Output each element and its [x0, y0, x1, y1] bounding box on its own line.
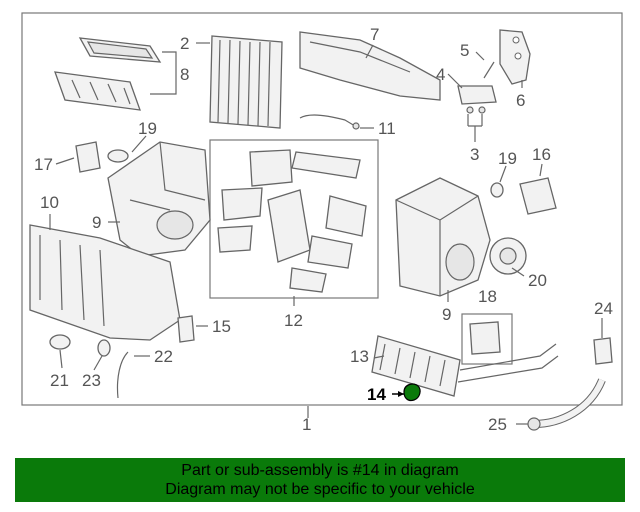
label-7: 7 — [370, 25, 379, 44]
label-20: 20 — [528, 271, 547, 290]
part-18-resistor — [469, 321, 501, 355]
part-14-clamp — [392, 383, 421, 402]
label-14: 14 — [367, 385, 386, 404]
label-21: 21 — [50, 371, 69, 390]
label-19-left: 19 — [138, 119, 157, 138]
part-8-filters — [54, 37, 162, 111]
part-17-bracket — [75, 141, 101, 173]
label-25: 25 — [488, 415, 507, 434]
part-12-doors — [217, 149, 367, 293]
part-19-left — [107, 149, 129, 163]
label-4: 4 — [436, 65, 445, 84]
banner-line-2: Diagram may not be specific to your vehi… — [165, 481, 475, 498]
label-24: 24 — [594, 299, 613, 318]
info-banner: Part or sub-assembly is #14 in diagram D… — [15, 458, 625, 502]
label-15: 15 — [212, 317, 231, 336]
part-23-clip — [97, 339, 111, 357]
label-19-right: 19 — [498, 149, 517, 168]
part-25-hose — [527, 378, 606, 431]
label-1: 1 — [302, 415, 311, 434]
label-8: 8 — [180, 65, 189, 84]
part-2-evaporator — [209, 35, 283, 129]
part-13-heater-core — [371, 335, 559, 397]
part-4-actuator — [457, 85, 497, 114]
label-2: 2 — [180, 34, 189, 53]
part-20-blower — [489, 237, 527, 275]
banner-line-1: Part or sub-assembly is #14 in diagram — [181, 462, 459, 479]
label-9-right: 9 — [442, 305, 451, 324]
part-19-right — [490, 182, 504, 198]
label-17: 17 — [34, 155, 53, 174]
label-13: 13 — [350, 347, 369, 366]
label-23: 23 — [82, 371, 101, 390]
part-11-sensor — [299, 114, 360, 130]
label-5: 5 — [460, 41, 469, 60]
part-21-sensor — [49, 334, 71, 350]
part-9-housing-right — [395, 177, 491, 297]
parts-diagram: 1 2 3 4 5 6 7 8 9 9 10 11 12 13 14 15 16… — [21, 12, 623, 434]
subassembly-box-18 — [461, 313, 513, 365]
label-9-left: 9 — [92, 213, 101, 232]
label-12: 12 — [284, 311, 303, 330]
label-6: 6 — [516, 91, 525, 110]
label-3: 3 — [470, 145, 479, 164]
part-6-bracket — [499, 29, 531, 85]
part-10-lower-case — [29, 224, 181, 341]
part-5-bolt — [483, 61, 495, 79]
part-16-actuator — [519, 177, 557, 215]
label-22: 22 — [154, 347, 173, 366]
label-16: 16 — [532, 145, 551, 164]
assembly-frame — [21, 12, 623, 406]
leader-lines — [49, 42, 603, 425]
part-9-housing-left — [107, 141, 211, 257]
part-22-drain-hose — [116, 351, 129, 399]
part-7-duct — [299, 31, 441, 101]
part-24-valve — [593, 337, 613, 365]
label-11: 11 — [378, 119, 396, 138]
label-10: 10 — [40, 193, 59, 212]
label-18: 18 — [478, 287, 497, 306]
part-15-clip — [177, 315, 195, 343]
